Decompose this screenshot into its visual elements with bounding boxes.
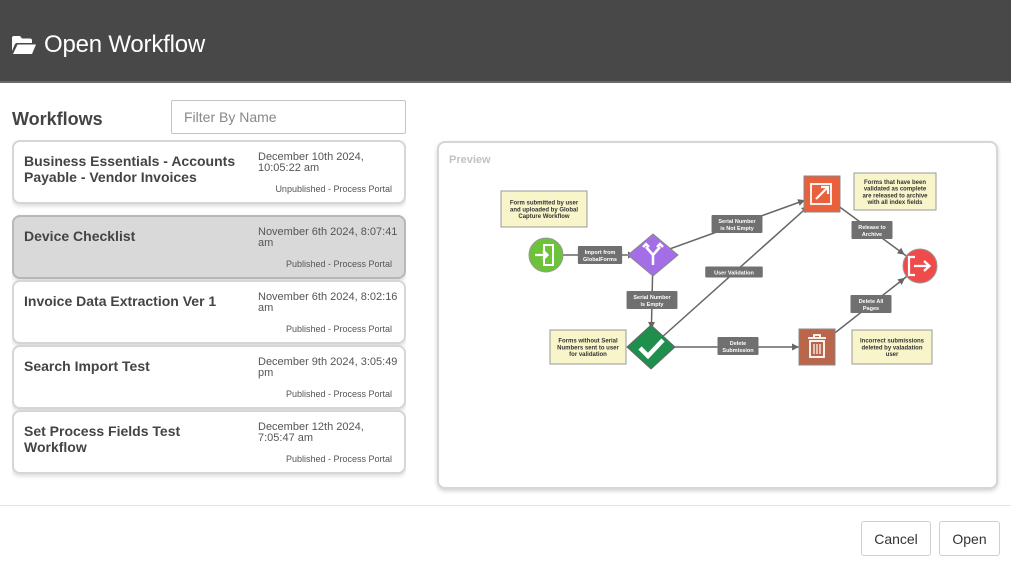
workflow-card[interactable]: Invoice Data Extraction Ver 1 November 6… [12, 280, 406, 344]
edge-label-text: Import from [585, 250, 616, 256]
note-text: Forms without Serial [558, 339, 618, 345]
note-text: Incorrect submissions [860, 339, 925, 345]
workflow-card-selected[interactable]: Device Checklist November 6th 2024, 8:07… [12, 215, 406, 279]
edge-label-text: Delete [730, 341, 747, 347]
edge-label-text: Release to [858, 225, 886, 231]
workflow-date: November 6th 2024, 8:02:16 am [258, 291, 398, 314]
workflow-name: Business Essentials - Accounts Payable -… [24, 153, 236, 185]
edge-label-text: is Not Empty [720, 226, 755, 232]
edge-label-text: GlobalForms [583, 257, 617, 263]
note-text: Forms that have been [864, 180, 926, 186]
branch-node-fork-icon [627, 233, 679, 277]
start-node-enter-icon [528, 237, 564, 273]
dialog-title: Open Workflow [44, 31, 206, 58]
open-button[interactable]: Open [939, 521, 1000, 556]
edge-label-text: Serial Number [718, 219, 756, 225]
workflow-card[interactable]: Search Import Test December 9th 2024, 3:… [12, 345, 406, 409]
edge-label-text: Serial Number [633, 295, 671, 301]
note-text: validated as complete [864, 187, 927, 193]
edge-label-text: Submission [722, 348, 754, 354]
workflow-date: November 6th 2024, 8:07:41 am [258, 226, 398, 249]
edge-arrowhead [792, 343, 799, 351]
edge-label-text: Delete All [859, 299, 884, 305]
delete-node-trash-icon [798, 328, 836, 366]
validation-node-check-icon [626, 324, 676, 370]
folder-open-icon [12, 36, 36, 54]
dialog-header: Open Workflow [0, 0, 1011, 83]
note-text: user [886, 352, 899, 358]
workflow-list: Business Essentials - Accounts Payable -… [12, 140, 406, 488]
edge-label-text: is Empty [641, 302, 665, 308]
note-text: and uploaded by Global [510, 207, 578, 213]
edge-arrowhead [797, 199, 806, 206]
workflow-status: Published - Process Portal [285, 454, 392, 464]
workflow-date: December 10th 2024, 10:05:22 am [258, 151, 364, 174]
note-text: with all index fields [866, 200, 923, 206]
workflow-name: Invoice Data Extraction Ver 1 [24, 293, 217, 309]
workflow-name: Search Import Test [24, 358, 150, 374]
workflow-name: Set Process Fields Test Workflow [24, 423, 181, 455]
note-text: Numbers sent to user [557, 345, 619, 351]
workflow-card[interactable]: Set Process Fields Test Workflow Decembe… [12, 410, 406, 474]
filter-by-name-input[interactable] [171, 100, 406, 134]
edge-label-user_validation: User Validation [705, 266, 763, 278]
edge-label-text: Pages [863, 306, 879, 312]
workflow-status: Unpublished - Process Portal [275, 184, 392, 194]
workflow-name: Device Checklist [24, 228, 136, 244]
workflow-date: December 9th 2024, 3:05:49 pm [258, 356, 398, 379]
note-text: Form submitted by user [510, 201, 579, 207]
note-text: for validation [569, 352, 607, 358]
preview-label: Preview [449, 154, 491, 166]
edge-arrowhead [896, 247, 905, 255]
workflows-heading: Workflows [12, 109, 103, 129]
workflow-status: Published - Process Portal [285, 324, 392, 334]
note-text: are released to archive [862, 193, 928, 199]
export-node-share-icon [803, 175, 841, 213]
note-text: deleted by valadation [861, 345, 922, 351]
workflow-status: Published - Process Portal [285, 259, 392, 269]
workflow-date: December 12th 2024, 7:05:47 am [258, 421, 364, 444]
end-node-exit-icon [902, 248, 938, 284]
edge-arrowhead [897, 277, 906, 285]
note-text: Capture Workflow [518, 214, 570, 220]
edge-label-text: Archive [862, 232, 882, 238]
edge-label-text: User Validation [714, 271, 754, 277]
footer-divider [0, 505, 1011, 506]
cancel-button[interactable]: Cancel [861, 521, 931, 556]
workflow-card[interactable]: Business Essentials - Accounts Payable -… [12, 140, 406, 204]
workflow-status: Published - Process Portal [285, 389, 392, 399]
